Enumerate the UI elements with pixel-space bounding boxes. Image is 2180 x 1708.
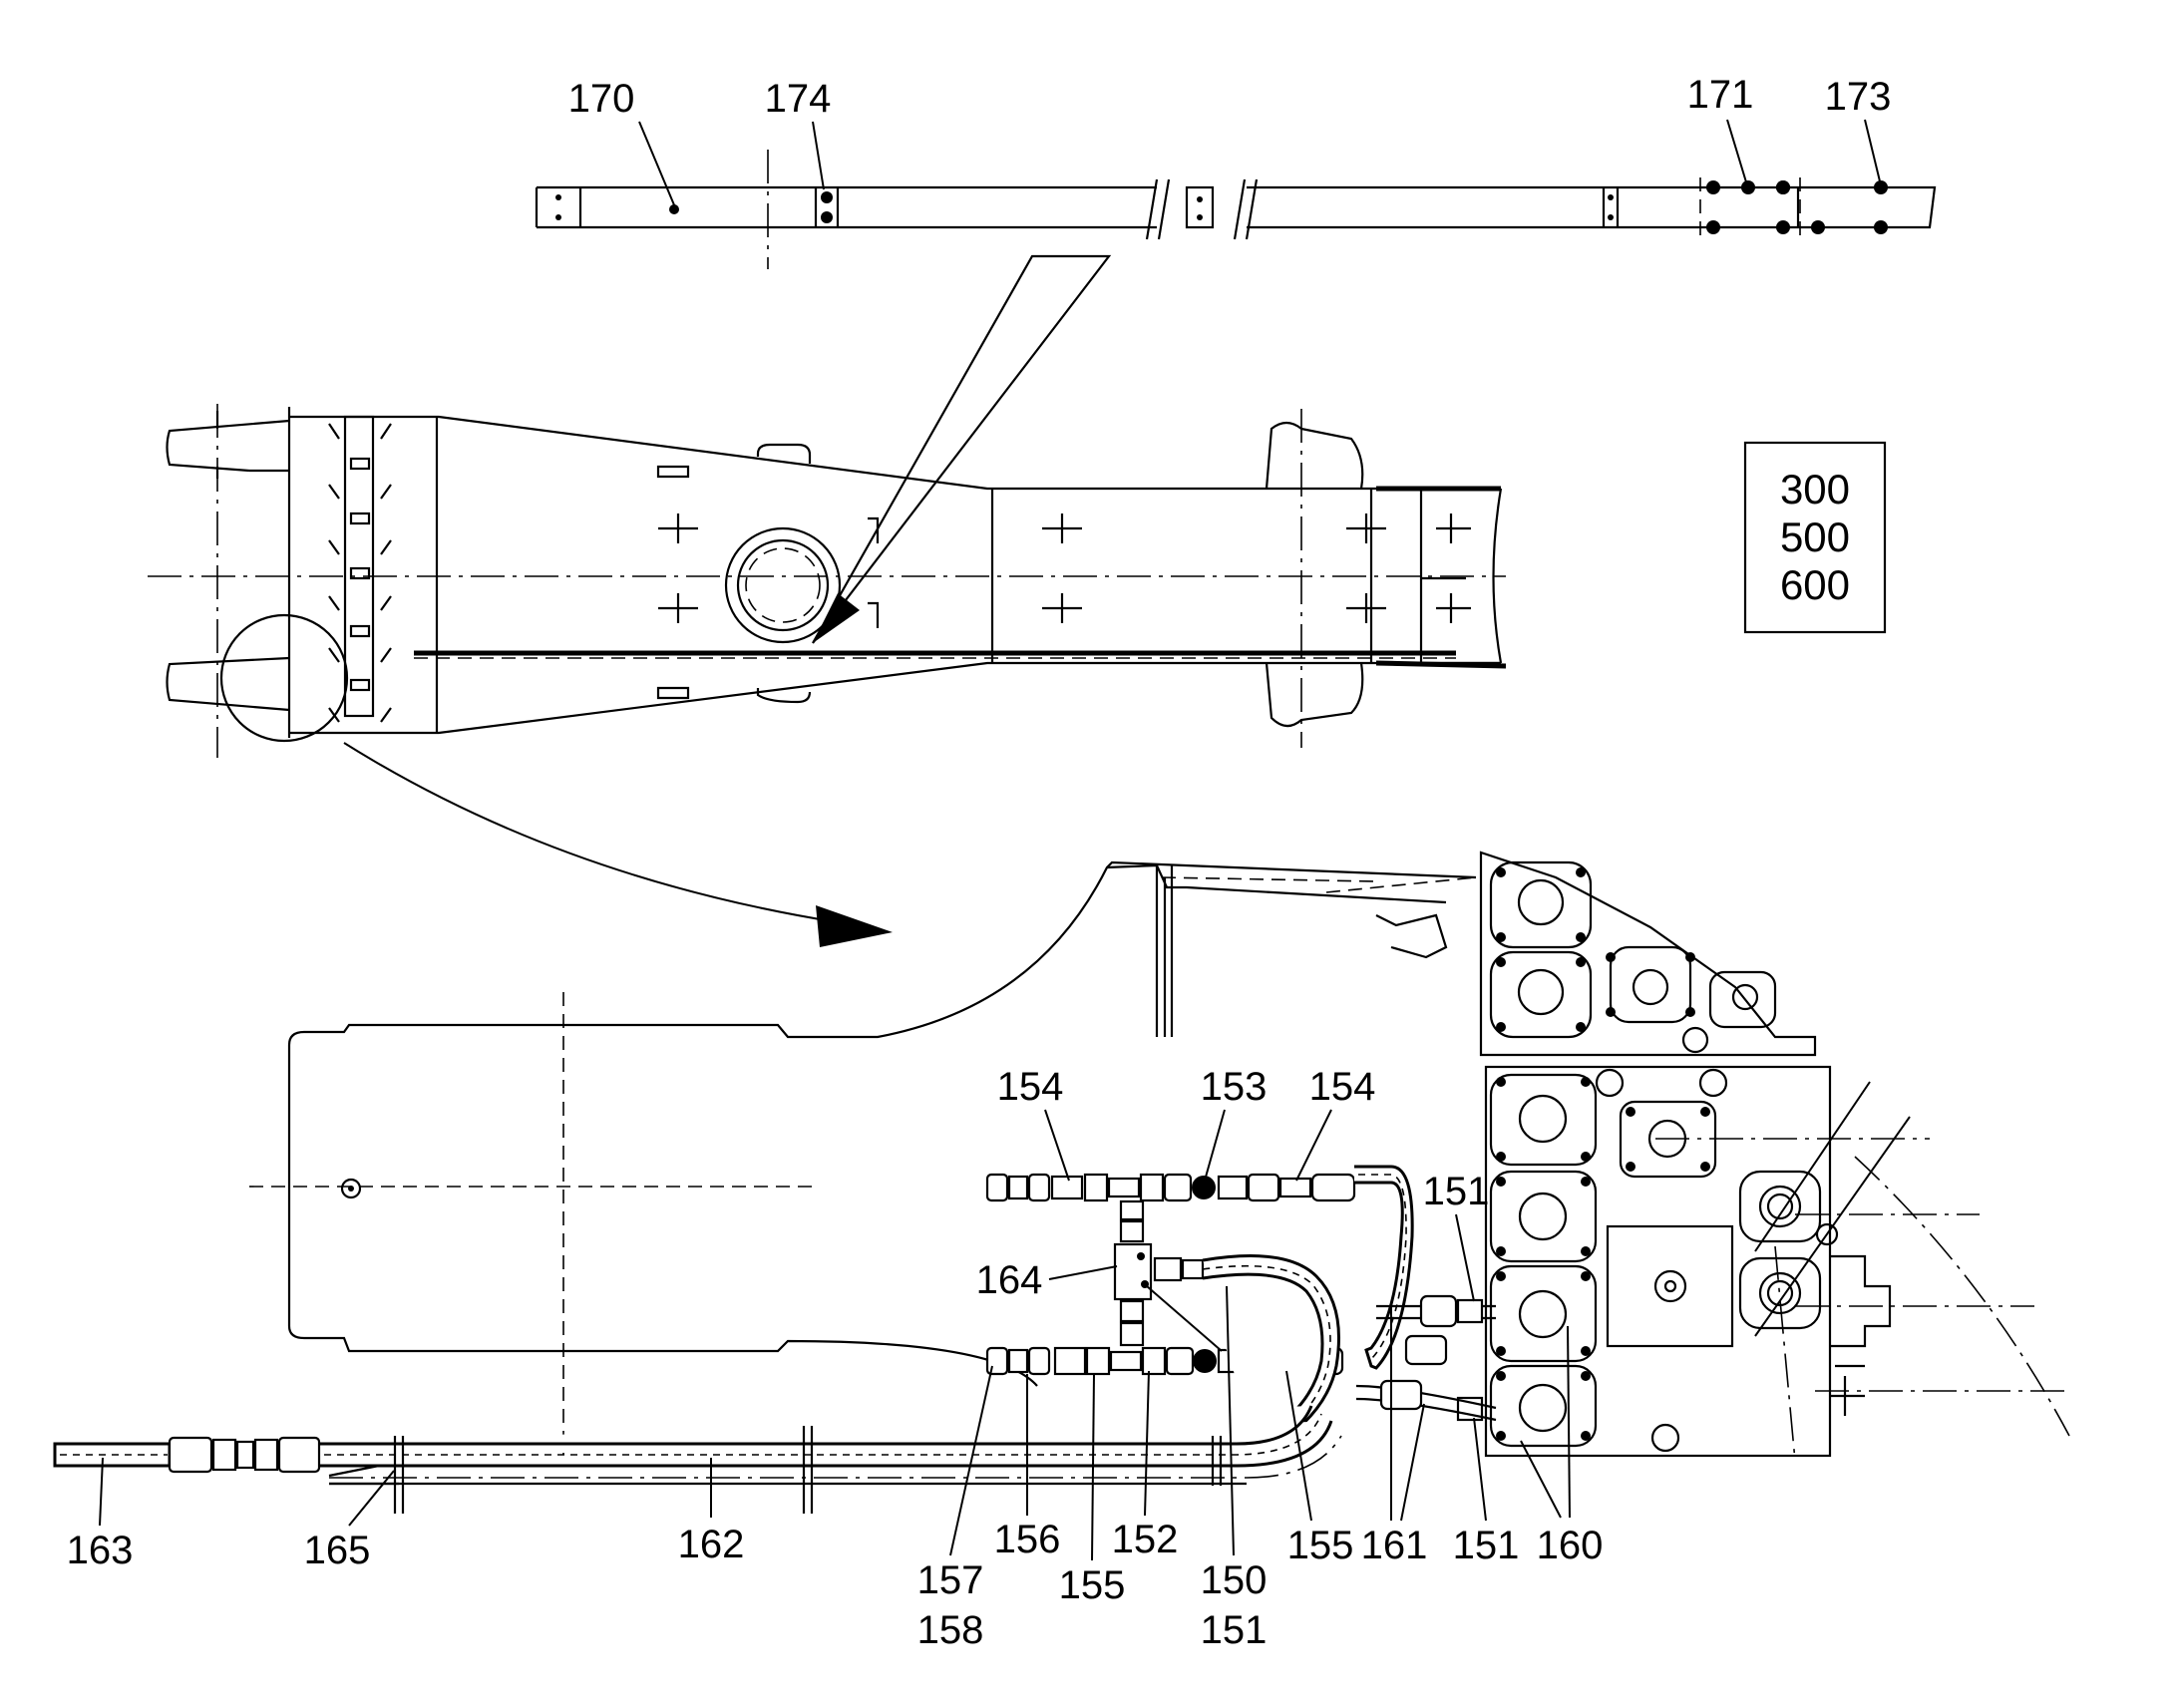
mount-blocks — [656, 465, 1471, 700]
callout-163: 163 — [67, 1529, 134, 1572]
arm-plan-view — [148, 404, 1507, 947]
callout-161: 161 — [1361, 1524, 1428, 1567]
callout-156: 156 — [994, 1518, 1061, 1561]
valve-block-upper — [1479, 851, 1817, 1057]
callout-151-top: 151 — [1423, 1170, 1490, 1213]
callout-152: 152 — [1112, 1518, 1179, 1561]
callout-154-left: 154 — [997, 1065, 1064, 1109]
callout-155-right: 155 — [1287, 1524, 1354, 1567]
callout-165: 165 — [304, 1529, 371, 1572]
model-applicability-box: 300 500 600 — [1743, 441, 1887, 634]
callout-170: 170 — [568, 77, 635, 121]
distribution-block-164 — [1113, 1199, 1223, 1352]
callout-174: 174 — [765, 77, 832, 121]
pointer-wedge — [812, 254, 1112, 644]
callout-173: 173 — [1825, 75, 1892, 119]
callout-155-left: 155 — [1059, 1563, 1126, 1607]
model-300: 300 — [1780, 466, 1850, 512]
detail-view: 154 153 154 151 164 163 165 162 157 158 … — [53, 851, 2070, 1652]
fitting-row-top — [985, 1173, 1356, 1202]
detail-circle — [219, 613, 349, 743]
model-500: 500 — [1780, 513, 1850, 560]
valve-block-lower — [1484, 1065, 1892, 1458]
callout-151-right: 151 — [1453, 1524, 1520, 1567]
callout-160: 160 — [1537, 1524, 1604, 1567]
callout-154-right: 154 — [1309, 1065, 1376, 1109]
callouts-top: 170 174 171 173 — [568, 73, 1892, 208]
callout-164: 164 — [976, 1258, 1043, 1302]
callout-157: 157 — [917, 1558, 984, 1602]
callout-158: 158 — [917, 1608, 984, 1652]
model-600: 600 — [1780, 561, 1850, 608]
callout-151-bottom: 151 — [1201, 1608, 1268, 1652]
callout-171: 171 — [1687, 73, 1754, 117]
bracket-column — [328, 415, 392, 723]
callouts-bottom: 154 153 154 151 164 163 165 162 157 158 … — [67, 1065, 1604, 1652]
grease-line-162 — [53, 1405, 1342, 1514]
callout-153: 153 — [1201, 1065, 1268, 1109]
callout-162: 162 — [678, 1523, 745, 1566]
callout-150: 150 — [1201, 1558, 1268, 1602]
lube-rail-view — [535, 150, 1937, 269]
